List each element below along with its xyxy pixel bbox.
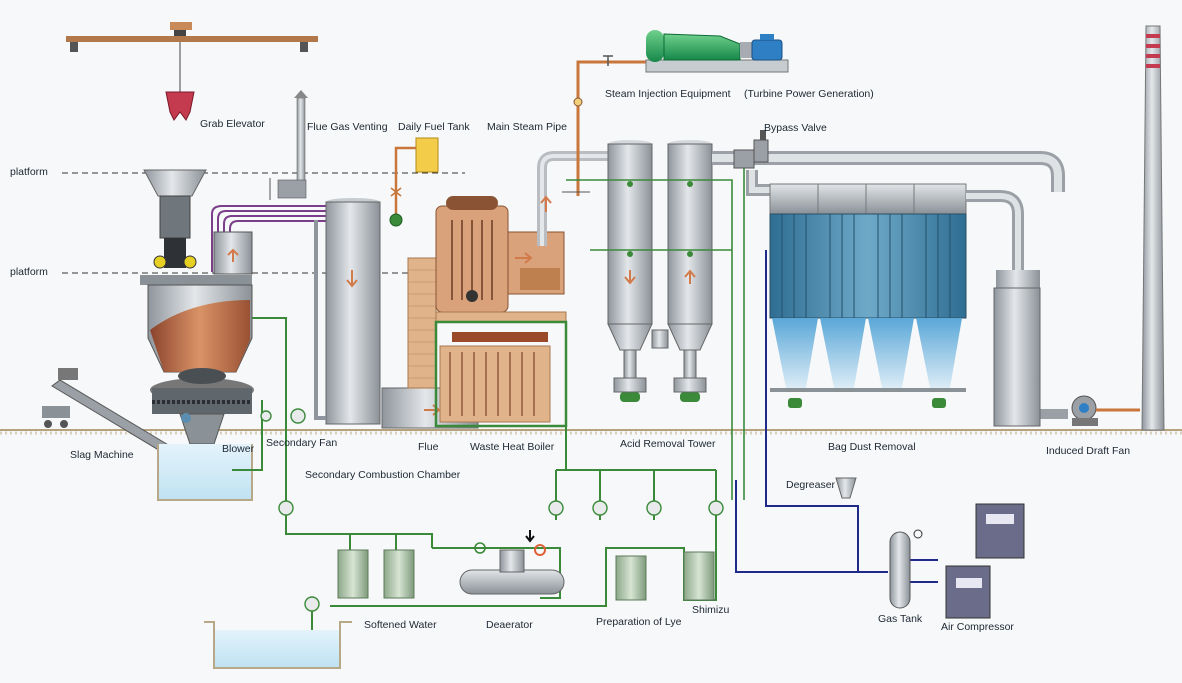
- secondary-combustion-chamber: [314, 198, 381, 425]
- bag-dust-removal-label: Bag Dust Removal: [828, 441, 916, 453]
- shimizu-label: Shimizu: [692, 604, 730, 616]
- gas-tank-label: Gas Tank: [878, 613, 923, 625]
- preparation-of-lye-label: Preparation of Lye: [596, 616, 682, 628]
- degreaser-label: Degreaser: [786, 479, 836, 491]
- pump-group: [260, 408, 724, 612]
- waste-heat-boiler-label: Waste Heat Boiler: [470, 441, 555, 453]
- platform-label-upper: platform: [10, 166, 48, 178]
- slag-machine: [42, 368, 253, 501]
- furnace-primary: [140, 169, 254, 445]
- softened-water-label: Softened Water: [364, 619, 437, 631]
- acid-removal-tower-a: [607, 140, 653, 402]
- acid-removal-tower-label: Acid Removal Tower: [620, 438, 716, 450]
- slag-machine-label: Slag Machine: [70, 449, 134, 461]
- green-process-lines: [232, 317, 717, 656]
- flue-label: Flue: [418, 441, 439, 453]
- grab-elevator: [66, 22, 318, 121]
- blower-label: Blower: [222, 443, 255, 455]
- induced-draft-fan-label: Induced Draft Fan: [1046, 445, 1131, 457]
- daily-fuel-tank: [389, 137, 439, 227]
- gas-tank: [889, 529, 923, 609]
- main-steam-pipe: [537, 55, 646, 246]
- acid-removal-tower-b: [667, 140, 713, 402]
- blue-process-lines: [735, 250, 938, 583]
- air-compressors: [945, 503, 1025, 619]
- bag-dust-removal: [769, 183, 967, 408]
- bypass-valve-label: Bypass Valve: [764, 122, 827, 134]
- degreaser: [835, 477, 857, 499]
- spray-lines: [566, 164, 745, 500]
- main-steam-pipe-label: Main Steam Pipe: [487, 121, 567, 133]
- softened-water-tanks: [337, 549, 415, 599]
- induced-draft-fan: [1071, 395, 1140, 426]
- furnace-outlet-duct: [211, 205, 332, 272]
- flue-duct-top: [712, 151, 1065, 196]
- deaerator: [459, 530, 565, 595]
- lye-tanks: [615, 551, 715, 601]
- cyclone-tower: [993, 270, 1041, 427]
- flue-gas-venting-label: Flue Gas Venting: [307, 121, 388, 133]
- deaerator-label: Deaerator: [486, 619, 533, 631]
- air-compressor-label: Air Compressor: [941, 621, 1014, 633]
- secondary-combustion-chamber-label: Secondary Combustion Chamber: [305, 469, 461, 481]
- grab-elevator-label: Grab Elevator: [200, 118, 265, 130]
- flue-gas-venting-pipe: [269, 90, 308, 200]
- turbine-label: (Turbine Power Generation): [744, 88, 874, 100]
- chimney: [1141, 25, 1165, 431]
- bypass-valve: [733, 130, 769, 169]
- steam-injection-label: Steam Injection Equipment: [605, 88, 731, 100]
- water-pool: [204, 621, 352, 669]
- platform-label-lower: platform: [10, 266, 48, 278]
- turbine-generator: [645, 30, 789, 73]
- daily-fuel-tank-label: Daily Fuel Tank: [398, 121, 470, 133]
- secondary-fan-label: Secondary Fan: [266, 437, 338, 449]
